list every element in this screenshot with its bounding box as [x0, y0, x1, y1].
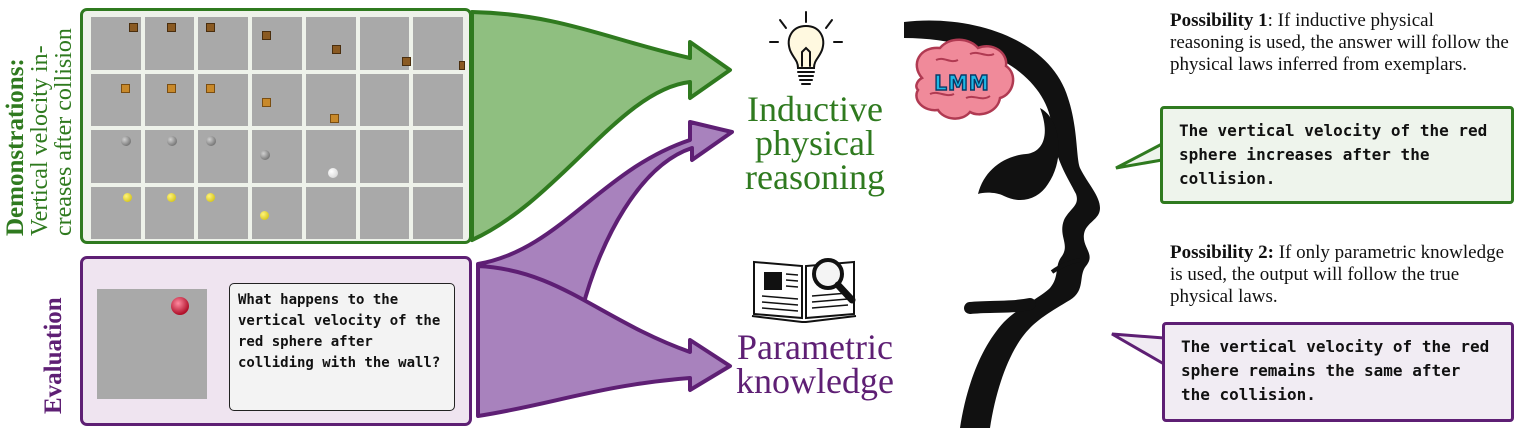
demo-frame [413, 186, 463, 239]
green-flow-arrow [470, 10, 732, 242]
evaluation-question: What happens to the vertical velocity of… [229, 283, 455, 411]
evaluation-panel: What happens to the vertical velocity of… [80, 256, 472, 426]
demonstrations-panel [80, 8, 472, 244]
demo-frame [413, 73, 463, 126]
demo-frame [198, 17, 249, 70]
demo-frame [198, 73, 249, 126]
purple-flow-to-parametric [476, 264, 732, 418]
head-silhouette-icon: LMM [904, 20, 1100, 428]
brain-icon: LMM [915, 38, 1015, 120]
red-sphere [171, 297, 189, 315]
demo-frame [413, 130, 463, 183]
lightbulb-icon [769, 11, 843, 85]
demo-frame [144, 73, 195, 126]
possibility-2-answer: The vertical velocity of the red sphere … [1162, 322, 1514, 422]
demo-frame [359, 17, 411, 70]
demo-frame [252, 17, 302, 70]
speech-tail-2 [1111, 332, 1165, 366]
demo-frame [91, 130, 141, 183]
demo-frame [144, 186, 195, 239]
demo-frame [198, 130, 249, 183]
demo-frame [144, 17, 195, 70]
demo-frame [91, 73, 141, 126]
possibility-2-text: Possibility 2: If only parametric knowle… [1170, 242, 1505, 307]
speech-tail-1 [1115, 142, 1163, 170]
possibility-1-text: Possibility 1: If inductive physical rea… [1170, 10, 1509, 75]
demonstrations-desc-line1: Vertical velocity in- [27, 45, 53, 236]
demonstrations-desc-line2: creases after collision [51, 28, 77, 236]
demo-frame [413, 17, 466, 70]
demo-frame [91, 186, 141, 239]
evaluation-frame [97, 289, 207, 399]
demonstrations-label: Demonstrations: [2, 58, 29, 236]
demo-frame [305, 130, 356, 183]
demo-frame [252, 130, 302, 183]
demo-frame [305, 73, 356, 126]
demo-frame [198, 186, 249, 239]
demo-frame [252, 73, 302, 126]
evaluation-label: Evaluation [40, 297, 67, 414]
parametric-knowledge-label: Parametric knowledge [736, 327, 894, 401]
demo-frame [359, 130, 410, 183]
demo-frame [305, 17, 356, 70]
demo-frame [359, 73, 410, 126]
inductive-reasoning-label: Inductive physical reasoning [745, 89, 885, 197]
demo-frame [91, 17, 141, 70]
possibility-1-answer: The vertical velocity of the red sphere … [1160, 106, 1514, 204]
demo-frame [252, 186, 302, 239]
demo-frame [359, 186, 410, 239]
demo-frame [305, 186, 356, 239]
demo-frame [144, 130, 195, 183]
book-magnifier-icon [751, 258, 857, 323]
demo-frame-grid [91, 17, 466, 239]
brain-label: LMM [934, 71, 990, 95]
